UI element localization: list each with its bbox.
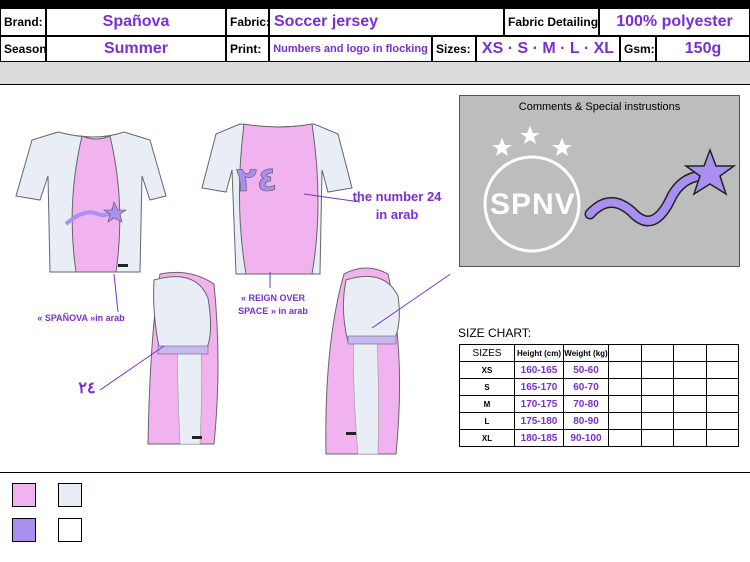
table-row: XL 180-185 90-100 [459, 429, 739, 447]
size-cell: XL [459, 429, 515, 447]
height-cell: 165-170 [514, 378, 564, 396]
header-divider-band [0, 62, 750, 85]
table-header: Weight (kg) [563, 344, 609, 362]
size-cell: M [459, 395, 515, 413]
back-jersey-sketch [201, 123, 353, 275]
table-header: SIZES [459, 344, 515, 362]
star-icons [492, 126, 572, 156]
table-row: XS 160-165 50-60 [459, 361, 739, 379]
swatch-purple [12, 518, 36, 542]
height-cell: 160-165 [514, 361, 564, 379]
sizes-value: XS · S · M · L · XL [476, 36, 620, 62]
height-cell: 180-185 [514, 429, 564, 447]
table-header-row: SIZES Height (cm) Weight (kg) [459, 344, 739, 362]
size-cell: S [459, 378, 515, 396]
swatch-pink [12, 483, 36, 507]
fabric-detailing-label: Fabric Detailing: [504, 8, 599, 36]
design-area [0, 84, 750, 473]
sleeve-callout-line [99, 345, 165, 391]
front-jersey-sketch [15, 131, 167, 273]
logo-text: SPNV [490, 188, 576, 221]
comments-title: Comments & Special instrustions [518, 101, 681, 113]
fabric-value: Soccer jersey [269, 8, 504, 36]
comments-panel: Comments & Special instrustions SPNV [459, 95, 740, 267]
swatch-light-blue [58, 483, 82, 507]
weight-cell: 70-80 [563, 395, 609, 413]
logo-badge [483, 155, 581, 253]
back-number-print: ٢٤ [236, 160, 278, 201]
sleeve-number-note: ٢٤ [78, 380, 96, 397]
top-border [0, 0, 750, 8]
table-row: L 175-180 80-90 [459, 412, 739, 430]
swatch-white [58, 518, 82, 542]
number-note: the number 24 in arab [352, 189, 442, 222]
height-cell: 170-175 [514, 395, 564, 413]
season-label: Season: [0, 36, 46, 62]
weight-cell: 60-70 [563, 378, 609, 396]
brand-artwork [483, 126, 737, 253]
table-row: M 170-175 70-80 [459, 395, 739, 413]
height-cell: 175-180 [514, 412, 564, 430]
weight-cell: 90-100 [563, 429, 609, 447]
front-callout-line [113, 273, 119, 313]
size-chart-table: SIZES Height (cm) Weight (kg) XS 160-165… [459, 344, 739, 447]
table-row: S 165-170 60-70 [459, 378, 739, 396]
weight-cell: 50-60 [563, 361, 609, 379]
right-side-sketch [325, 267, 401, 455]
size-chart-title: SIZE CHART: [458, 326, 532, 340]
gsm-label: Gsm: [620, 36, 656, 62]
size-cell: L [459, 412, 515, 430]
shooting-star-icon [683, 147, 737, 196]
logo-callout-line [371, 273, 450, 329]
number-callout-line [303, 193, 361, 203]
size-cell: XS [459, 361, 515, 379]
sizes-label: Sizes: [432, 36, 476, 62]
brand-label: Brand: [0, 8, 46, 36]
gsm-value: 150g [656, 36, 750, 62]
back-note: « REIGN OVER SPACE » in arab [238, 293, 308, 316]
fabric-label: Fabric: [226, 8, 269, 36]
jersey-sketches [15, 123, 450, 455]
brand-value: Spañova [46, 8, 226, 36]
spec-header: Brand: Spañova Fabric: Soccer jersey Fab… [0, 8, 750, 63]
weight-cell: 80-90 [563, 412, 609, 430]
table-header: Height (cm) [514, 344, 564, 362]
fabric-detailing-value: 100% polyester [599, 8, 750, 36]
front-note: « SPAÑOVA »in arab [37, 313, 125, 323]
print-label: Print: [226, 36, 269, 62]
season-value: Summer [46, 36, 226, 62]
left-side-sketch [147, 271, 219, 445]
print-value: Numbers and logo in flocking [269, 36, 432, 62]
